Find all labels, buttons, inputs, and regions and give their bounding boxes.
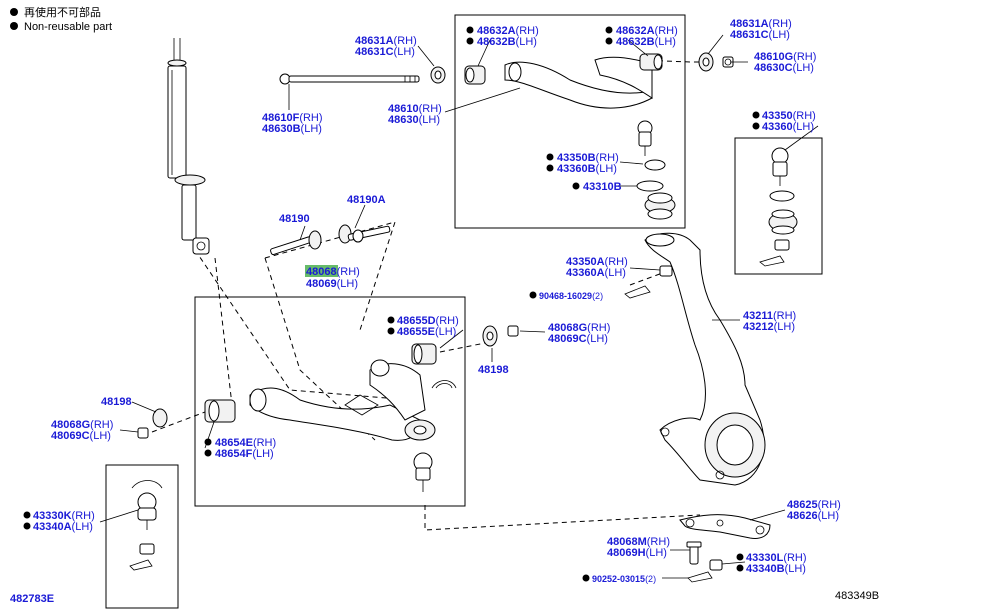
part-label-43211[interactable]: 43211(RH) — [743, 310, 796, 322]
lower-ball-joint-frame — [105, 464, 179, 609]
legend-english: Non-reusable part — [24, 21, 112, 33]
part-label-43330l[interactable]: 43330L(RH) — [746, 552, 807, 564]
part-label-43350b[interactable]: 43350B(RH) — [557, 152, 619, 164]
part-label-48068[interactable]: 48068(RH) — [306, 266, 360, 278]
part-label-43360b[interactable]: 43360B(LH) — [557, 163, 617, 175]
upper-ball-joint-detail — [759, 147, 798, 267]
cotter-pin — [624, 285, 651, 299]
part-label-48069[interactable]: 48069(LH) — [306, 278, 358, 290]
part-label-48198-right[interactable]: 48198 — [478, 364, 509, 376]
part-label-43350a[interactable]: 43350A(RH) — [566, 256, 628, 268]
lower-arm-bushing — [411, 343, 437, 365]
upper-arm-frame — [454, 14, 686, 229]
part-label-48069c-left[interactable]: 48069C(LH) — [51, 430, 111, 442]
part-label-43360[interactable]: 43360(LH) — [762, 121, 814, 133]
part-label-48610f[interactable]: 48610F(RH) — [262, 112, 323, 124]
part-label-48068g-right[interactable]: 48068G(RH) — [548, 322, 610, 334]
part-label-43360a[interactable]: 43360A(LH) — [566, 267, 626, 279]
part-label-43340b[interactable]: 43340B(LH) — [746, 563, 806, 575]
cotter-pin — [687, 571, 713, 583]
part-label-48632b-left[interactable]: 48632B(LH) — [477, 36, 537, 48]
shock-absorber — [167, 38, 210, 255]
part-label-90252[interactable]: 90252-03015(2) — [592, 574, 656, 584]
strut-bushing — [430, 66, 446, 84]
snap-ring — [431, 380, 457, 389]
legend-japanese: 再使用不可部品 — [24, 5, 101, 19]
part-label-48631c-right[interactable]: 48631C(LH) — [730, 29, 790, 41]
part-label-43350[interactable]: 43350(RH) — [762, 110, 816, 122]
part-label-48068g-left[interactable]: 48068G(RH) — [51, 419, 113, 431]
part-label-43330k[interactable]: 43330K(RH) — [33, 510, 95, 522]
part-label-90468[interactable]: 90468-16029(2) — [539, 291, 603, 301]
part-label-48626[interactable]: 48626(LH) — [787, 510, 839, 522]
part-label-48630c[interactable]: 48630C(LH) — [754, 62, 814, 74]
diagram-code-right: 483349B — [835, 590, 879, 602]
part-label-48632a-left[interactable]: 48632A(RH) — [477, 25, 539, 37]
part-label-48630[interactable]: 48630(LH) — [388, 114, 440, 126]
part-label-43212[interactable]: 43212(LH) — [743, 321, 795, 333]
part-label-48632b-right[interactable]: 48632B(LH) — [616, 36, 676, 48]
cam-bolt-a — [338, 224, 391, 244]
part-label-48654f[interactable]: 48654F(LH) — [215, 448, 274, 460]
legend: 再使用不可部品 Non-reusable part — [10, 5, 112, 33]
knuckle-nut — [659, 265, 673, 277]
arm-bolt — [686, 541, 702, 565]
nut — [709, 559, 723, 571]
part-label-48631c[interactable]: 48631C(LH) — [355, 46, 415, 58]
lower-ball-joint — [413, 452, 433, 492]
lower-arm-frame — [194, 296, 466, 507]
part-label-48190[interactable]: 48190 — [279, 213, 310, 225]
upper-control-arm — [464, 53, 663, 109]
part-label-48631a[interactable]: 48631A(RH) — [355, 35, 417, 47]
nut — [507, 325, 519, 337]
part-label-48190a[interactable]: 48190A — [347, 194, 386, 206]
washer — [152, 408, 168, 428]
part-label-48610[interactable]: 48610(RH) — [388, 103, 442, 115]
nut — [137, 427, 149, 439]
part-label-48655e[interactable]: 48655E(LH) — [397, 326, 456, 338]
part-label-48655d[interactable]: 48655D(RH) — [397, 315, 459, 327]
part-label-48610g[interactable]: 48610G(RH) — [754, 51, 816, 63]
upper-ball-joint — [636, 120, 676, 220]
lower-ball-joint-detail — [129, 480, 163, 571]
cam-bolt — [270, 230, 322, 256]
part-label-48068m[interactable]: 48068M(RH) — [607, 536, 670, 548]
part-label-48654e[interactable]: 48654E(RH) — [215, 437, 276, 449]
part-label-48069c-right[interactable]: 48069C(LH) — [548, 333, 608, 345]
steering-arm — [679, 514, 771, 539]
non-reusable-bullet-icon — [10, 8, 18, 16]
part-label-48198-left[interactable]: 48198 — [101, 396, 132, 408]
part-label-43310b[interactable]: 43310B — [583, 181, 622, 193]
part-label-48632a-right[interactable]: 48632A(RH) — [616, 25, 678, 37]
part-label-48631a-right[interactable]: 48631A(RH) — [730, 18, 792, 30]
part-label-43340a[interactable]: 43340A(LH) — [33, 521, 93, 533]
part-label-48069h[interactable]: 48069H(LH) — [607, 547, 667, 559]
diagram-code-left: 482783E — [10, 593, 54, 605]
part-label-48630b[interactable]: 48630B(LH) — [262, 123, 322, 135]
part-label-48625[interactable]: 48625(RH) — [787, 499, 841, 511]
part-number-highlight — [305, 265, 338, 277]
non-reusable-bullet-icon — [10, 22, 18, 30]
strut-rod — [279, 73, 420, 85]
steering-knuckle — [644, 232, 766, 486]
lower-control-arm — [204, 359, 436, 441]
upper-ball-joint-frame — [734, 137, 823, 275]
